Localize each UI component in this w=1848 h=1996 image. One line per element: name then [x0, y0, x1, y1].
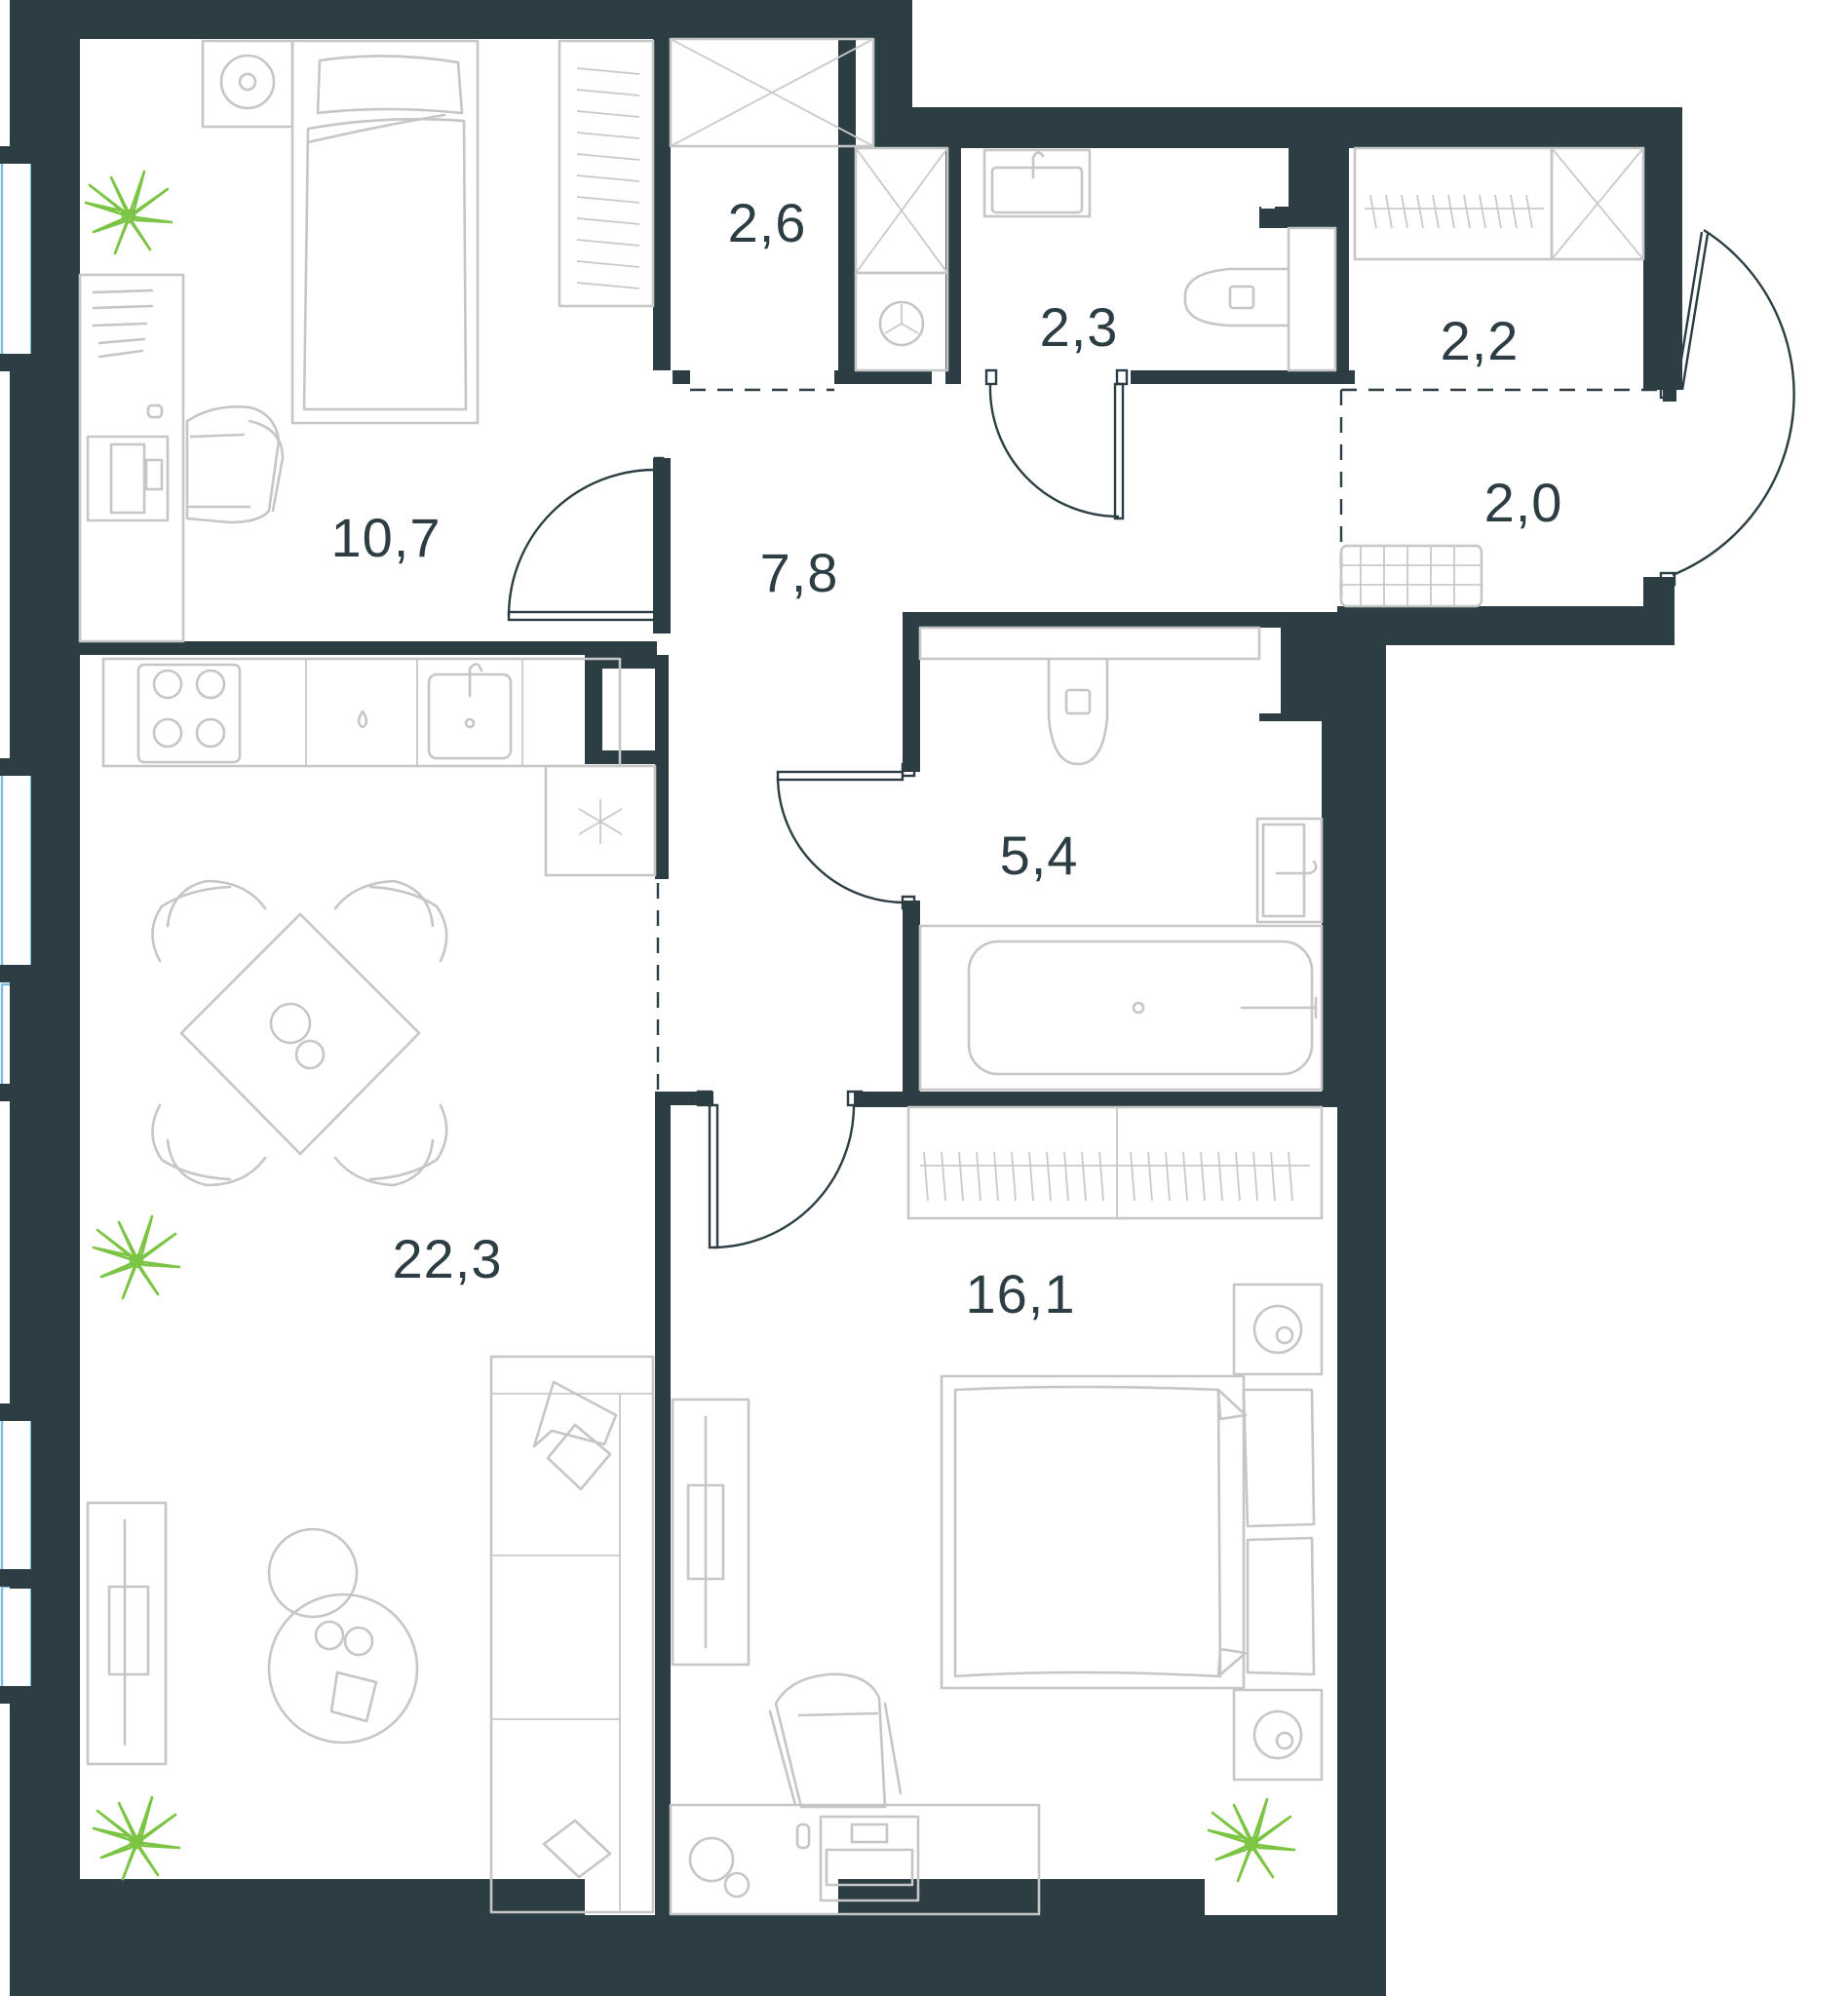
- nightstand-icon: [1232, 1283, 1324, 1782]
- wardrobe-icon: [906, 1105, 1324, 1220]
- room-area-bedroom-master: 16,1: [966, 1263, 1076, 1324]
- room-area-wardrobe: 2,2: [1441, 310, 1520, 371]
- plant-icon: [84, 170, 1296, 1883]
- dining-table-icon: [151, 879, 448, 1187]
- toilet-icon: [1183, 226, 1337, 372]
- desk-icon: [78, 273, 185, 643]
- room-area-balcony-hall: 2,0: [1484, 472, 1563, 533]
- armchair-icon: [185, 405, 285, 524]
- stove-icon: [101, 657, 622, 768]
- fridge-icon: [544, 764, 657, 877]
- walls: [0, 0, 1682, 1996]
- room-area-bedroom-small: 10,7: [331, 507, 442, 568]
- room-area-bathroom: 5,4: [1000, 825, 1079, 886]
- sink-icon: [1255, 817, 1324, 924]
- toilet-icon: [918, 626, 1261, 766]
- room-area-storage-1: 2,6: [728, 192, 807, 253]
- wardrobe-icon: [1353, 146, 1645, 261]
- wardrobe-icon: [558, 39, 655, 308]
- washing-machine-icon: [854, 271, 949, 372]
- washing-machine-icon: [201, 39, 294, 129]
- sink-icon: [982, 148, 1092, 218]
- coffee-table-icon: [267, 1527, 419, 1745]
- door-swing-icon: [507, 228, 1795, 1249]
- bed-icon: [940, 1374, 1316, 1690]
- tv-stand-icon: [671, 1398, 751, 1667]
- shoe-rack: [1339, 544, 1483, 608]
- storage-shelves: [669, 37, 949, 275]
- desk-icon: [669, 1803, 1041, 1916]
- sink-icon: [427, 663, 513, 760]
- zone-dividers: [656, 388, 1661, 1090]
- bed-icon: [290, 39, 480, 425]
- room-area-hallway: 7,8: [760, 542, 839, 603]
- bathtub-icon: [918, 924, 1324, 1092]
- armchair-icon: [768, 1672, 903, 1809]
- sofa-icon: [489, 1355, 655, 1914]
- room-area-toilet: 2,3: [1040, 296, 1119, 358]
- room-area-kitchen-living: 22,3: [393, 1228, 503, 1289]
- tv-stand-icon: [86, 1501, 168, 1766]
